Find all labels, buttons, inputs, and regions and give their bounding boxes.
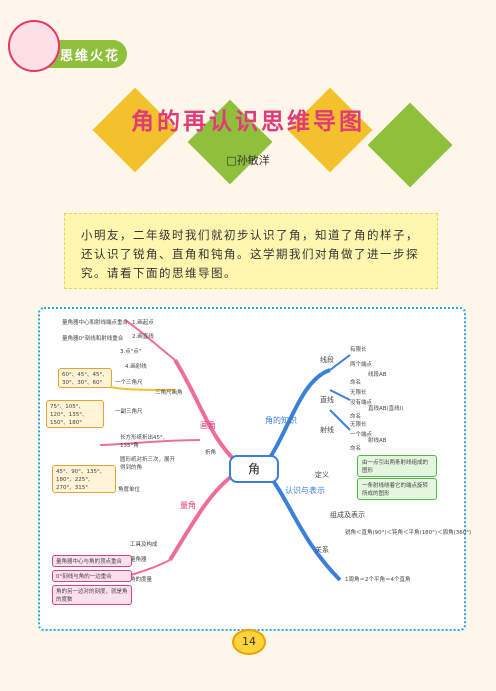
draw-item: 长方形纸折出45°、135°角: [120, 435, 169, 449]
segment-item: 有限长: [350, 347, 367, 353]
measure-item: 量角器: [130, 557, 147, 563]
ray-item: 命名: [350, 446, 362, 452]
segment-item: 线段AB: [368, 372, 387, 378]
draw-item: 75°、105°、120°、135°、150°、180°: [46, 400, 104, 428]
page-title: 角的再认识思维导图: [131, 109, 365, 135]
measure-item: 量角器中心与角的顶点重合: [52, 555, 132, 567]
branch-draw: 画角: [200, 421, 216, 430]
mascot-icon: [8, 20, 60, 72]
relation-label: 关系: [315, 546, 329, 554]
ray-item: 无限长: [350, 422, 367, 428]
ray-label: 射线: [320, 426, 334, 434]
ray-item: 射线AB: [368, 438, 387, 444]
draw-item: 折角: [205, 450, 217, 456]
page-number: 14: [232, 629, 266, 655]
line-item: 直线AB(直线l): [368, 406, 404, 412]
definition-item: 由一点引出两条射线组成的图形: [357, 455, 437, 477]
branch-knowledge: 角的知识: [265, 416, 297, 425]
intro-box: 小明友，二年级时我们就初步认识了角，知道了角的样子，还认识了锐角、直角和钝角。这…: [64, 213, 438, 289]
branch-recognize: 认识与表示: [285, 486, 325, 495]
draw-item: 3.点"点": [120, 349, 142, 355]
column-badge: 思维火花: [8, 20, 127, 72]
draw-item: 45°、90°、135°、180°、225°、270°、315°: [52, 465, 116, 493]
draw-item: 量角器0°刻线和射线重合: [62, 336, 124, 342]
center-node: 角: [229, 455, 279, 483]
definition-label: 定义: [315, 471, 329, 479]
line-item: 没有端点: [350, 400, 373, 406]
draw-item: 三角尺画角: [155, 390, 183, 396]
definition-item: 一条射线绕着它的端点旋转所成的图形: [357, 478, 437, 500]
draw-item: 1.画起点: [132, 320, 154, 326]
branch-measure: 量角: [180, 501, 196, 510]
segment-label: 线段: [320, 356, 334, 364]
draw-item: 一个三角尺: [115, 380, 143, 386]
badge-label: 思维火花: [60, 49, 121, 64]
line-item: 无限长: [350, 390, 367, 396]
notation-label: 组成及表示: [330, 511, 365, 519]
line-item: 命名: [350, 414, 362, 420]
segment-item: 两个端点: [350, 362, 373, 368]
intro-text: 小明友，二年级时我们就初步认识了角，知道了角的样子，还认识了锐角、直角和钝角。这…: [81, 228, 419, 280]
relation-item: 锐角＜直角(90°)＜钝角＜平角(180°)＜周角(360°): [345, 530, 472, 536]
measure-item: 角的度量: [130, 577, 153, 583]
draw-item: 圆形纸对折三次，展开得到的角: [120, 457, 176, 471]
draw-item: 一副三角尺: [115, 409, 143, 415]
relation-item: 1周角＝2个平角＝4个直角: [345, 577, 411, 583]
draw-item: 量角器中心和射线端点重合: [62, 320, 129, 326]
ray-item: 一个端点: [350, 432, 373, 438]
measure-item: 角度单位: [118, 487, 141, 493]
measure-item: 角的另一边对的刻度，就是角的度数: [52, 585, 132, 605]
draw-item: 2.画直线: [132, 334, 154, 340]
line-label: 直线: [320, 396, 334, 404]
measure-item: 0°刻线与角的一边重合: [52, 570, 132, 582]
draw-item: 4.画射线: [125, 364, 147, 370]
draw-item: 60°、45°、45°、30°、30°、60°: [58, 368, 112, 388]
author: □孙敏洋: [226, 154, 270, 167]
segment-item: 命名: [350, 380, 362, 386]
measure-item: 工具及构成: [130, 542, 158, 548]
